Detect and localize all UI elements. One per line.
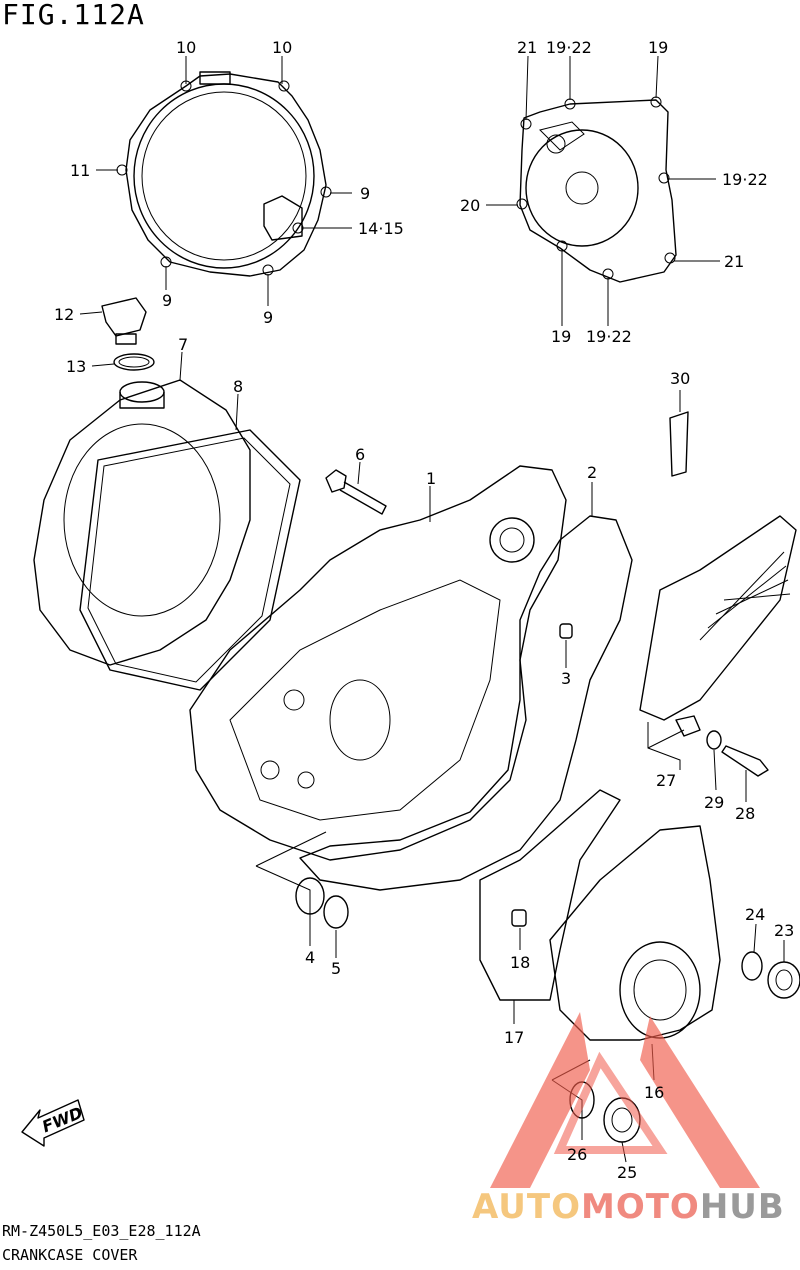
callout-label: 19·22 <box>586 327 632 346</box>
callout-label: 23 <box>774 921 794 940</box>
callout-label: 10 <box>272 38 292 57</box>
dowel-pin-part <box>559 623 573 639</box>
generator-cover-part <box>516 96 677 283</box>
crankcase-cover-part <box>189 465 567 861</box>
callout-label: 19·22 <box>722 170 768 189</box>
callout-label: 9 <box>360 184 370 203</box>
callout-label: 26 <box>567 1145 587 1164</box>
section-name: CRANKCASE COVER <box>2 1246 138 1264</box>
callout-label: 4 <box>305 948 315 967</box>
callout-label: 1 <box>426 469 436 488</box>
watermark-auto: AUTO <box>472 1187 581 1227</box>
leader-lines <box>79 55 785 1163</box>
callout-label: 21 <box>724 252 744 271</box>
callout-labels: 10 10 11 9 14·15 9 9 21 19·22 19 19·22 2… <box>54 38 794 1182</box>
callout-label: 6 <box>355 445 365 464</box>
callout-label: 24 <box>745 905 765 924</box>
callout-label: 7 <box>178 335 188 354</box>
callout-label: 12 <box>54 305 74 324</box>
callout-label: 5 <box>331 959 341 978</box>
circlip-part <box>323 895 349 929</box>
clamp-part <box>669 411 689 477</box>
guard-part <box>639 515 797 737</box>
crankcase-gasket-part <box>299 515 633 891</box>
bolt-28-part <box>721 745 769 777</box>
plug-part <box>767 961 800 999</box>
callout-label: 30 <box>670 369 690 388</box>
clutch-cover-part <box>116 71 332 277</box>
callout-label: 13 <box>66 357 86 376</box>
callout-label: 19 <box>648 38 668 57</box>
forward-arrow-icon: FWD <box>21 1099 85 1147</box>
watermark-triangle <box>490 1012 590 1188</box>
watermark-triangle-inner <box>553 1051 668 1154</box>
callout-label: 9 <box>263 308 273 327</box>
svg-text:AUTOMOTOHUB: AUTOMOTOHUB <box>472 1187 785 1227</box>
callout-label: 27 <box>656 771 676 790</box>
callout-label: 3 <box>561 669 571 688</box>
callout-label: 8 <box>233 377 243 396</box>
figure-title: FIG.112A <box>2 0 145 31</box>
callout-label: 14·15 <box>358 219 404 238</box>
callout-label: 19·22 <box>546 38 592 57</box>
callout-label: 17 <box>504 1028 524 1047</box>
callout-label: 29 <box>704 793 724 812</box>
callout-label: 20 <box>460 196 480 215</box>
model-code: RM-Z450L5_E03_E28_112A <box>2 1222 201 1240</box>
callout-label: 10 <box>176 38 196 57</box>
washer-part <box>706 730 722 750</box>
callout-label: 21 <box>517 38 537 57</box>
watermark-logo: AUTOMOTOHUB <box>472 1012 785 1227</box>
callout-label: 28 <box>735 804 755 823</box>
fwd-label: FWD <box>39 1103 85 1136</box>
oil-filler-cap-part <box>101 297 155 371</box>
callout-label: 18 <box>510 953 530 972</box>
callout-label: 19 <box>551 327 571 346</box>
outer-cover-part <box>33 379 301 691</box>
callout-label: 2 <box>587 463 597 482</box>
bolt-part <box>325 469 387 515</box>
watermark-triangle-2 <box>640 1016 760 1188</box>
watermark-hub: HUB <box>700 1187 785 1227</box>
cap-part <box>603 1097 641 1143</box>
callout-label: 16 <box>644 1083 664 1102</box>
water-pump-cover-part <box>479 789 721 1041</box>
callout-label: 11 <box>70 161 90 180</box>
o-ring-part <box>741 951 763 981</box>
watermark-moto: MOTO <box>581 1187 700 1227</box>
callout-label: 25 <box>617 1163 637 1182</box>
callout-label: 9 <box>162 291 172 310</box>
